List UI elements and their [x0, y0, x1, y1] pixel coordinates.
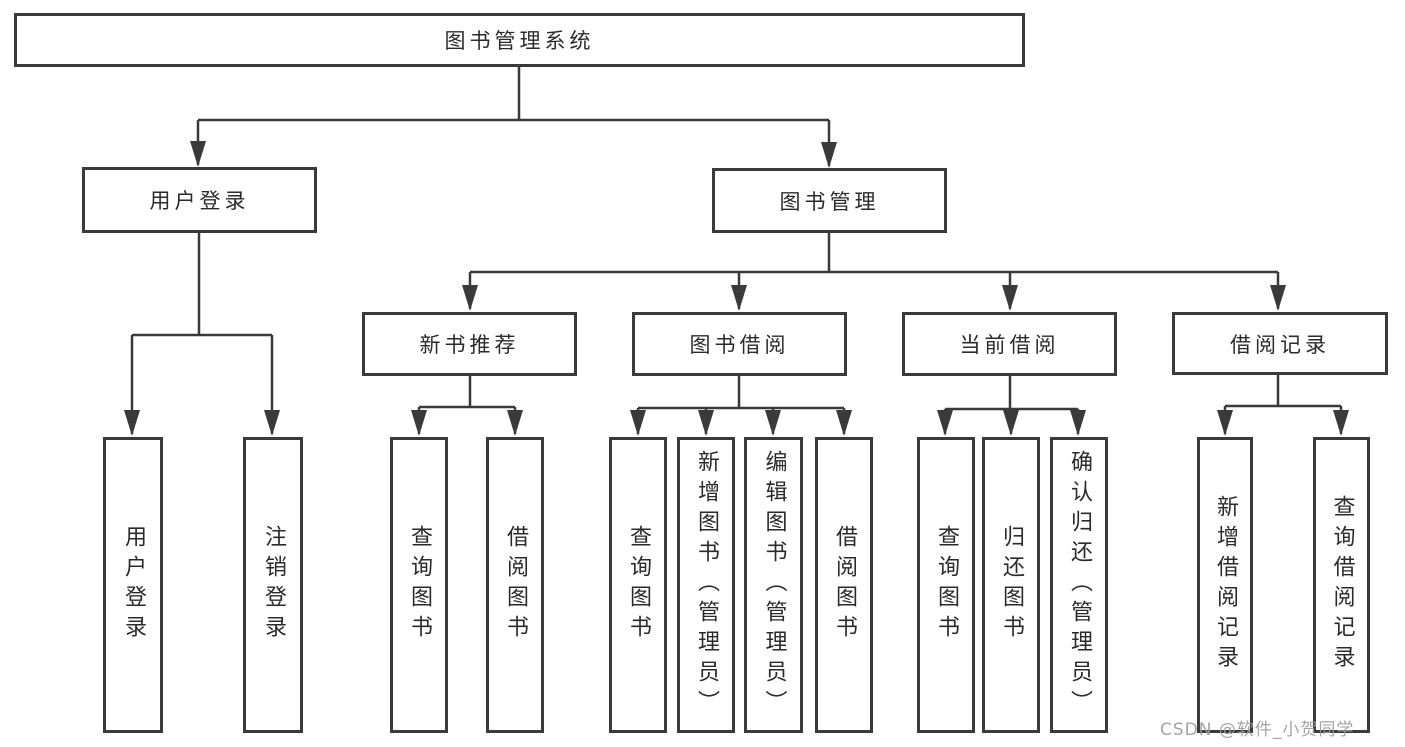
- leaf-borrow-add-book-admin: 新增图书（管理员）: [677, 437, 735, 733]
- leaf-logout: 注销登录: [243, 437, 303, 733]
- node-borrowing-records: 借阅记录: [1172, 312, 1388, 375]
- leaf-current-return-book: 归还图书: [982, 437, 1040, 733]
- connector-shafts: [130, 67, 1343, 434]
- leaf-borrow-edit-book-admin: 编辑图书（管理员）: [744, 437, 803, 733]
- leaf-rec-borrow-book: 借阅图书: [486, 437, 544, 733]
- node-current-borrowing: 当前借阅: [902, 312, 1117, 376]
- node-user-login: 用户登录: [82, 167, 317, 233]
- node-new-book-recommendation: 新书推荐: [362, 312, 577, 376]
- watermark: CSDN @软件_小贺同学: [1160, 720, 1355, 740]
- node-book-borrowing: 图书借阅: [632, 312, 847, 376]
- leaf-records-add-record: 新增借阅记录: [1197, 437, 1253, 733]
- node-book-management: 图书管理: [712, 168, 947, 233]
- leaf-rec-query-book: 查询图书: [390, 437, 448, 733]
- node-root-library-system: 图书管理系统: [14, 13, 1025, 67]
- leaf-records-query-record: 查询借阅记录: [1313, 437, 1370, 733]
- arrowheads: [124, 141, 1349, 436]
- leaf-current-query-book: 查询图书: [917, 437, 975, 733]
- leaf-borrow-borrow-book: 借阅图书: [815, 437, 873, 733]
- leaf-borrow-query-book: 查询图书: [609, 437, 667, 733]
- leaf-user-login: 用户登录: [103, 437, 163, 733]
- leaf-current-confirm-return-admin: 确认归还（管理员）: [1050, 437, 1108, 733]
